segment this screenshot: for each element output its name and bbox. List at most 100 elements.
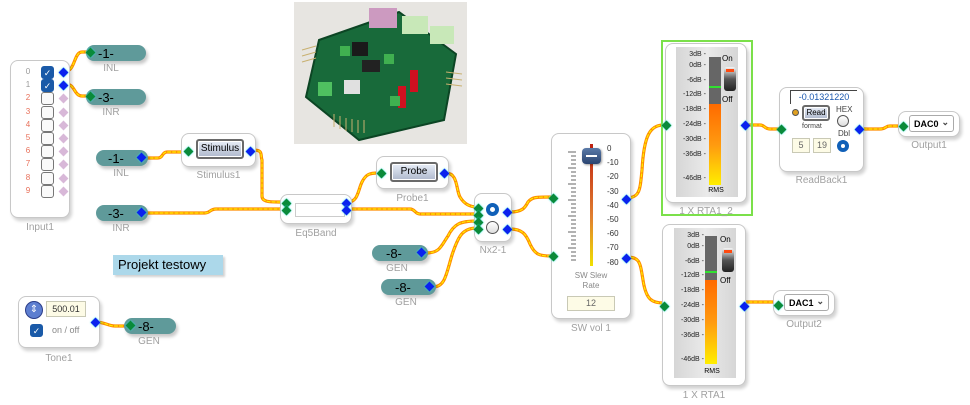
input-pin[interactable] [85,91,96,102]
tone-block: ⇕ 500.01 ✓ on / off [18,296,101,348]
tag-inl-out[interactable]: -1- [85,45,146,61]
channel-index: 6 [25,146,31,156]
channel-checkbox[interactable] [41,118,54,132]
tag-inr-source[interactable]: -3- [96,205,148,221]
channel-checkbox[interactable] [41,171,54,185]
stimulus-button[interactable]: Stimulus [196,139,244,159]
nx-radio-1[interactable] [486,203,499,216]
db-scale-label: -12dB - [681,272,704,279]
wire-eq-probe-highlight [347,172,379,203]
fader-track [590,144,593,266]
read-button[interactable]: Read [802,105,830,121]
fader-handle[interactable] [582,148,601,164]
db-scale-label: -24dB - [681,302,704,309]
hex-radio[interactable] [837,115,849,127]
input-pin[interactable] [85,47,96,58]
probe-button[interactable]: Probe [390,162,438,182]
tag-gen-tone[interactable]: -8- [124,318,176,334]
input-pin[interactable] [125,320,136,331]
frequency-field[interactable]: 500.01 [46,301,86,317]
wire-swvol-rta-bottom [624,255,666,305]
output2-select[interactable]: DAC1 ⌄ [784,294,829,311]
output-pin[interactable] [439,168,450,179]
rta-top-block[interactable]: On Off RMS 3dB -0dB --6dB --12dB --18dB … [661,43,751,203]
status-led [792,109,799,116]
switch-on-label: On [720,235,731,244]
input-pin[interactable] [473,224,484,235]
db-scale-label: 3dB - [689,51,706,58]
nx-radio-2[interactable] [486,221,499,234]
wire-stimulus-eq-highlight [252,149,284,203]
channel-index: 1 [25,80,31,90]
input-pin[interactable] [776,124,787,135]
tag-gen-a[interactable]: -8- [372,245,428,261]
wire-inr-eq [143,207,285,215]
fader-scale-label: -50 [607,215,619,224]
output-pin[interactable] [136,207,147,218]
power-switch[interactable] [722,248,734,272]
channel-checkbox[interactable]: ✓ [41,66,54,79]
rta-bottom-block[interactable]: On Off RMS 3dB -0dB --6dB --12dB --18dB … [659,224,750,386]
rms-label: RMS [704,368,720,375]
output-pin[interactable] [502,224,513,235]
input-pin[interactable] [773,300,784,311]
format-field-b[interactable]: 19 [813,138,831,153]
input-pin[interactable] [281,205,292,216]
switch-off-label: Off [722,95,733,104]
readback-value: -0.01321220 [790,90,857,104]
input-pin[interactable] [183,146,194,157]
project-note[interactable]: Projekt testowy [113,255,223,275]
tag-caption: INL [103,63,119,74]
rta-bottom-caption: 1 X RTA1 [682,390,726,401]
output-pin[interactable] [621,194,632,205]
channel-checkbox[interactable] [41,158,54,172]
fader-ticks [568,151,576,261]
wire-nx-swvol-a [508,195,553,214]
tag-gen-b[interactable]: -8- [381,279,436,295]
input-pin[interactable] [659,301,670,312]
output-pin[interactable] [136,152,147,163]
channel-index: 7 [25,159,31,169]
output-pin[interactable] [416,247,427,258]
fader-scale-label: -40 [607,200,619,210]
output1-select[interactable]: DAC0 ⌄ [909,115,954,132]
db-scale-label: -30dB - [683,136,706,143]
fader-scale-label: -30 [607,186,619,196]
channel-checkbox[interactable] [41,184,54,198]
frequency-spin-icon[interactable]: ⇕ [25,301,43,319]
input-pin[interactable] [548,193,559,204]
board-photo [294,2,467,144]
channel-checkbox[interactable] [41,145,54,159]
format-field-a[interactable]: 5 [792,138,810,153]
input-pin[interactable] [548,251,559,262]
hex-label: HEX [836,105,853,114]
dbl-label: Dbl [838,129,851,138]
channel-index: 3 [25,106,31,116]
pcb-image [294,2,467,144]
output-pin[interactable] [854,124,865,135]
power-switch[interactable] [724,67,736,91]
db-scale-label: -46dB - [683,175,706,182]
output-pin[interactable] [739,301,750,312]
output-pin[interactable] [90,317,101,328]
level-meter-bar [709,57,721,185]
db-scale-label: -6dB - [684,258,704,265]
tag-inr-out[interactable]: -3- [85,89,146,105]
tag-inl-source[interactable]: -1- [96,150,148,166]
wire-nx-swvol-a-highlight [509,196,552,213]
output-pin[interactable] [424,281,435,292]
output-pin[interactable] [502,207,513,218]
output-pin[interactable] [621,253,632,264]
channel-checkbox[interactable]: ✓ [41,79,54,93]
eq5band-block[interactable] [280,194,352,224]
tone-enable-checkbox[interactable]: ✓ [30,324,43,337]
input-pin[interactable] [898,121,909,132]
input-pin[interactable] [376,168,387,179]
channel-checkbox[interactable] [41,92,54,106]
channel-checkbox[interactable] [41,132,54,145]
dbl-radio[interactable] [837,140,849,152]
tag-label: -1- [98,46,114,61]
slew-rate-field[interactable]: 12 [567,296,615,311]
output-pin[interactable] [245,146,256,157]
channel-checkbox[interactable] [41,105,54,119]
